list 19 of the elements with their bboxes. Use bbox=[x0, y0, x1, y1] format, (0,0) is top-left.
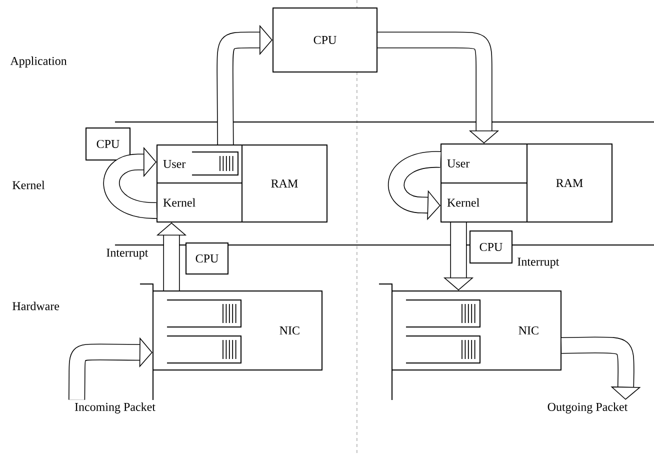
cpu-box: CPU bbox=[86, 128, 130, 160]
ram-box: RAM bbox=[526, 144, 612, 222]
layer-label: Application bbox=[10, 56, 67, 68]
cpu-box: CPU bbox=[470, 230, 512, 264]
layer-label: Hardware bbox=[12, 302, 60, 310]
cpu-box: CPU bbox=[186, 242, 228, 274]
block-arrow bbox=[561, 336, 641, 400]
block-arrow bbox=[378, 32, 500, 144]
text-label: Outgoing Packet bbox=[548, 402, 628, 414]
block-arrow bbox=[68, 337, 152, 400]
block-arrow bbox=[103, 146, 157, 219]
layer-label: Interrupt bbox=[106, 248, 148, 260]
layer-label: Interrupt bbox=[518, 258, 560, 268]
nic-box: NIC bbox=[392, 290, 562, 370]
layer-label: Kernel bbox=[12, 180, 45, 190]
nic-box: NIC bbox=[152, 290, 322, 370]
cpu-box: CPU bbox=[272, 8, 378, 72]
text-label: Incoming Packet bbox=[74, 402, 156, 414]
block-arrow bbox=[216, 24, 272, 145]
